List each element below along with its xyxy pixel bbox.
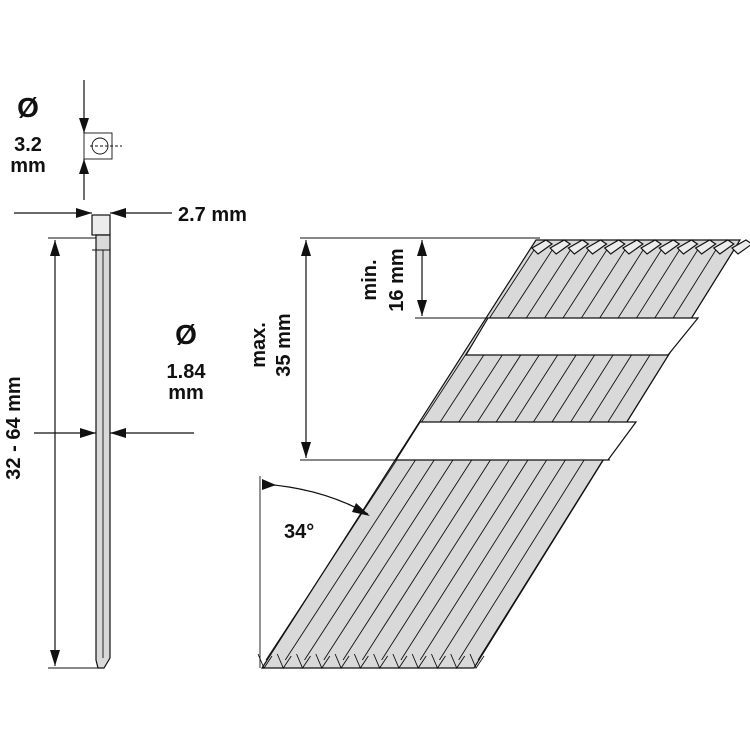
nail-shank (91, 214, 111, 669)
head-offset-label: 2.7 mm (178, 204, 247, 226)
strip-spacing-dimension (300, 237, 610, 461)
shank-diameter-symbol: Ø (175, 319, 197, 350)
length-arrow-top (50, 240, 60, 256)
strip-nail-point (411, 653, 427, 669)
gap-arrow-bottom (417, 300, 427, 316)
angle-arc (261, 483, 369, 515)
length-arrow-bottom (50, 650, 60, 666)
strip-nail-head (694, 239, 717, 255)
nail-head-side (91, 214, 111, 236)
strip-nail-head (531, 239, 554, 255)
head-diameter-symbol: Ø (17, 92, 39, 123)
offset-arrow-right (110, 208, 126, 218)
strip-spacing-prefix: max. (248, 322, 270, 368)
shank-diameter-unit: mm (168, 382, 204, 404)
single-nail-view: Ø 3.2 mm 2.7 mm 32 - 64 mm (3, 80, 247, 669)
angle-label: 34° (284, 521, 314, 543)
strip-nail-point (276, 653, 292, 669)
strip-nail-head (640, 239, 663, 255)
nail-head-top-view (79, 80, 122, 200)
gap-arrow-top (417, 240, 427, 256)
length-range-label: 32 - 64 mm (3, 376, 25, 479)
head-offset-dimension (14, 208, 172, 218)
shank-diameter-dimension (34, 428, 194, 438)
strip-nail-point (450, 653, 466, 669)
strip-nail-head (585, 239, 608, 255)
angle-dimension (259, 476, 370, 668)
strip-nail-point (373, 653, 389, 669)
shank-diameter-value: 1.84 (167, 361, 207, 383)
paper-band-upper (464, 317, 700, 356)
offset-arrow-left (76, 208, 92, 218)
strip-nail-head (603, 239, 626, 255)
strip-nail-point (315, 653, 331, 669)
head-diameter-unit: mm (10, 155, 46, 177)
strip-spacing-value: 35 mm (273, 313, 295, 376)
head-dim-arrow-top (79, 118, 89, 133)
strip-nail-head (658, 239, 681, 255)
length-dimension (48, 237, 104, 669)
head-gap-value: 16 mm (386, 248, 408, 311)
strip-nail-head (549, 239, 572, 255)
strip-nail-point (296, 653, 311, 669)
angle-arrow-right (352, 503, 370, 516)
strip-nail-point (353, 653, 369, 669)
shank-arrow-right (110, 428, 126, 438)
strip-nail-head (731, 239, 750, 255)
strip-nail-head (621, 239, 644, 255)
head-dim-arrow-bottom (79, 159, 89, 174)
strip-nail-point (392, 653, 408, 669)
angle-arrow-left (262, 479, 276, 490)
strip-nail-head (567, 239, 590, 255)
head-diameter-value: 3.2 (14, 134, 42, 156)
strip-nail-head (676, 239, 699, 255)
head-gap-dimension (415, 240, 490, 319)
spacing-arrow-top (301, 240, 311, 256)
nail-strip-view: max. 35 mm min. 16 mm 34° (248, 237, 750, 669)
strip-nail-point (431, 653, 446, 669)
strip-nail-point (469, 653, 485, 669)
shank-arrow-left (80, 428, 96, 438)
spacing-arrow-bottom (301, 442, 311, 458)
head-gap-prefix: min. (359, 259, 381, 300)
strip-nail-point (334, 653, 350, 669)
paper-band-lower (394, 421, 638, 461)
strip-nail-head (712, 239, 735, 255)
